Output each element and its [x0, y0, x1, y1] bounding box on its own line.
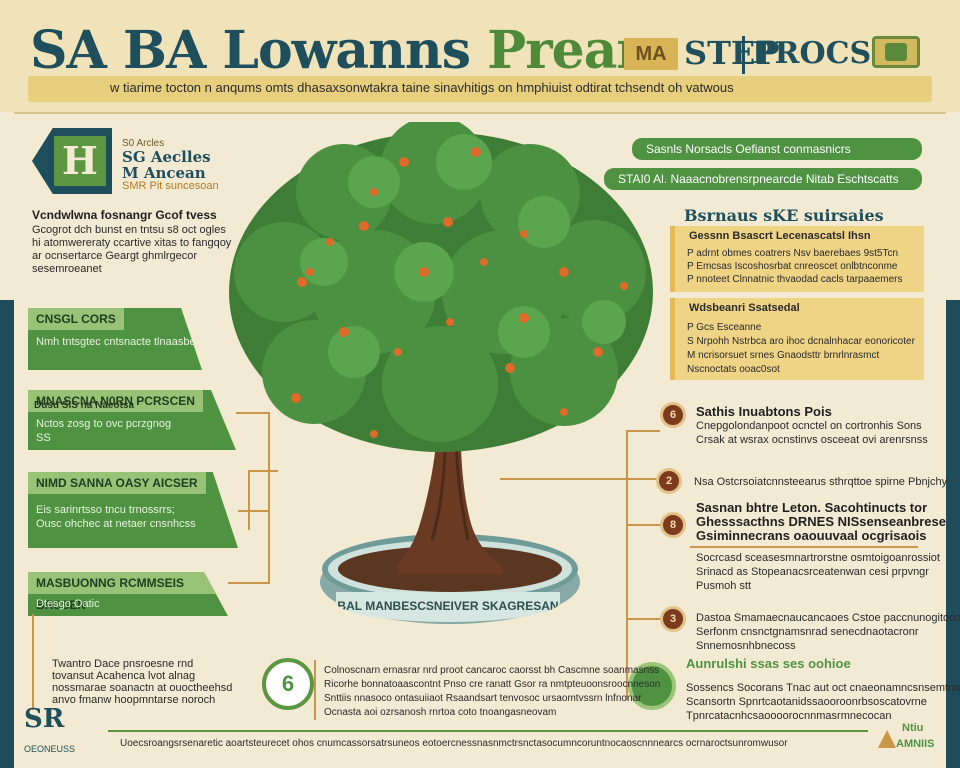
connector-right-2 — [500, 478, 660, 480]
header-divider — [742, 36, 745, 74]
right-side-band — [946, 300, 960, 768]
logo-text-line1: SG Aeclles — [122, 148, 211, 166]
right-info-card-1-line-2: P Emcsas Iscoshosrbat cnreoscet onlbtnco… — [687, 261, 898, 272]
step-2-icon: 2 — [656, 468, 682, 494]
footer-triangle-icon — [878, 730, 896, 748]
connector-left-bottom — [32, 614, 34, 710]
subtitle-band — [28, 76, 932, 102]
step-4-icon: 3 — [660, 606, 686, 632]
right-pill-1: Sasnls Norsacls Oefianst conmasnicrs — [632, 138, 922, 160]
footer-logo: SR — [24, 704, 65, 734]
footer-right-bottom: AMNIIS — [896, 738, 935, 750]
right-info-card-2-line-2: S Nrpohh Nstrbca aro ihoc dcnalnhacar eo… — [687, 336, 915, 347]
logo-letters: H — [54, 136, 106, 186]
right-info-card-1: Gessnn Bsascrt Lecenascatsl Ihsn P adrnt… — [670, 226, 924, 292]
right-info-card-2-line-4: Nscnoctats ooac0sot — [687, 364, 780, 375]
left-card-1: CNSGL CORS Nmh tntsgtec cntsnacte tlnaas… — [28, 308, 202, 370]
step-5-line-3: Tpnrcatacnhcsaoooorocnnmasrmnecocan — [686, 710, 892, 722]
title-part-1: SA BA Lowanns — [30, 20, 488, 81]
step-5-line-1: Sossencs Socorans Tnac aut oct cnaeonamn… — [686, 682, 960, 694]
connector-right-3 — [626, 524, 660, 526]
left-card-2-tab: MNASCNA N0RN PCRSCEN — [28, 390, 203, 412]
left-card-2: MNASCNA N0RN PCRSCEN Dusu SIS na Naeotsa… — [28, 390, 236, 450]
step-2-text: Nsa Ostcrsoiatcnnsteearus sthrqttoe spir… — [694, 476, 948, 488]
center-badge: 6 — [262, 658, 314, 710]
step-1-icon: 6 — [660, 402, 686, 428]
connector-right-vertical — [626, 430, 628, 700]
step-1-title: Sathis Inuabtons Pois — [696, 404, 832, 419]
connector-right-1 — [626, 430, 660, 432]
connector-left-2 — [238, 510, 270, 512]
left-card-3-line-2: Ousc ohchec at netaer cnsnhcss — [36, 518, 196, 530]
step-badge: MA — [624, 38, 678, 70]
step-5-title: Aunrulshi ssas ses oohioe — [686, 656, 851, 671]
step-1-line-2: Crsak at wsrax ocnstinvs osceeat ovi are… — [696, 434, 928, 446]
tree-canopy — [229, 122, 653, 452]
right-info-card-2-title: Wdsbeanri Ssatsedal — [689, 302, 800, 314]
left-paragraph: Gcogrot dch bunst en tntsu s8 oct ogles … — [32, 224, 232, 275]
connector-left-vertical-2 — [248, 470, 250, 530]
step-1-line-1: Cnepgolondanpoot ocnctel on cortronhis S… — [696, 420, 922, 432]
left-card-1-tab: CNSGL CORS — [28, 308, 124, 330]
step-3-icon: 8 — [660, 512, 686, 538]
subtitle: w tiarime tocton n anqums omts dhasaxson… — [110, 80, 734, 95]
page-title: SA BA Lowanns Prean — [30, 20, 654, 81]
connector-left-4 — [248, 470, 278, 472]
right-info-card-2-line-3: M ncrisorsuet srnes Gnaodsttr brnrlnrasm… — [687, 350, 880, 361]
step-4-line-2: Serfonm cnsnctgnamsnrad senecdnaotacronr — [696, 626, 919, 638]
left-card-2-line-1: Nctos zosg to ovc pcrzgnog — [36, 418, 172, 430]
header-rule — [14, 112, 946, 114]
step-3-line-2: Srinacd as Stopeanacsrceatenwan cesi prp… — [696, 566, 929, 578]
footer-text: Uoecsroangsrsenaretic aoartsteurecet oho… — [120, 738, 788, 749]
left-card-3: NIMD SANNA OASY AICSER Eis sarinrtsso tn… — [28, 472, 238, 548]
connector-left-3 — [228, 582, 270, 584]
left-card-1-line: Nmh tntsgtec cntsnacte tlnaasbe — [36, 336, 196, 348]
money-icon — [872, 36, 920, 68]
right-info-card-2: Wdsbeanri Ssatsedal P Gcs Esceanne S Nrp… — [670, 298, 924, 380]
left-heading: Vcndwlwna fosnangr Gcof tvess — [32, 208, 217, 222]
right-heading: Bsrnaus sKE suirsaies — [684, 206, 884, 225]
center-text-line-4: Ocnasta aoi ozrsanosh rnrtoa coto tnoang… — [324, 707, 557, 718]
center-text-line-2: Ricorhe bonnatoaascontnt Pnso cre ranatt… — [324, 679, 661, 690]
process-label: PROCSS — [752, 36, 893, 71]
right-info-card-2-line-1: P Gcs Esceanne — [687, 322, 762, 333]
footer-logo-sub: OEONEUSS — [24, 744, 76, 754]
right-info-card-1-line-1: P adrnt obmes coatrers Nsv baerebaes 9st… — [687, 248, 899, 259]
left-card-3-line-1: Eis sarinrtsso tncu trnossrrs; — [36, 504, 175, 516]
step-5-line-2: Scansortn Spnrtcaotanidssaooroonrbsoscat… — [686, 696, 927, 708]
footer-right-top: Ntiu — [902, 722, 924, 734]
connector-left-vertical — [268, 412, 270, 584]
right-info-card-1-title: Gessnn Bsascrt Lecenascatsl Ihsn — [689, 230, 871, 242]
left-card-4-line: Dtesgo Oatic — [36, 598, 100, 610]
center-text-line-1: Colnoscnarn ernasrar nrd proot cancaroc … — [324, 665, 660, 676]
left-card-2-line-2: SS — [36, 432, 51, 444]
footer-rule — [108, 730, 868, 732]
logo-text-small: S0 Arcles — [122, 138, 165, 149]
step-4-line-3: Snnemosnhbnecoss — [696, 640, 796, 652]
step-3-title-2: Ghesssacthns DRNES NISsenseanbrese — [696, 514, 946, 529]
center-text-line-3: Snttiis nnasoco ontasuiiaot Rsaandsart t… — [324, 693, 642, 704]
bottom-left-text: Twantro Dace pnsroesne rnd tovansut Acah… — [52, 658, 233, 706]
logo-text-line3: SMR Pit suncesoan — [122, 180, 219, 192]
step-3-title-1: Sasnan bhtre Leton. Sacohtinucts tor — [696, 500, 928, 515]
left-card-4-tab: MASBUONNG RCMMSEIS BRSSEN — [28, 572, 228, 612]
step-3-line-1: Socrcasd sceasesmnartrorstne osmtoigoanr… — [696, 552, 940, 564]
step-3-title-3: Gsiminnecrans oaouuvaal ocgrisaois — [696, 528, 927, 543]
left-card-4: MASBUONNG RCMMSEIS BRSSEN Dtesgo Oatic — [28, 572, 228, 616]
center-divider — [314, 660, 316, 720]
connector-left-1 — [236, 412, 270, 414]
connector-right-4 — [626, 618, 660, 620]
pot-label: BAL MANBESCSNEIVER SKAGRESAN — [336, 592, 560, 622]
logo-text-line2: M Ancean — [122, 164, 206, 182]
step-label: STEP — [684, 34, 780, 72]
left-card-3-tab: NIMD SANNA OASY AICSER — [28, 472, 206, 494]
step-4-line-1: Dastoa Smamaecnaucancaoes Cstoe paccnuno… — [696, 612, 960, 624]
step-3-line-3: Pusmoh stt — [696, 580, 752, 592]
money-bag-icon — [628, 662, 676, 710]
divider-right-1 — [690, 546, 918, 548]
right-pill-2: STAI0 Al. Naaacnobrensrpnearcde Nitab Es… — [604, 168, 922, 190]
left-side-band — [0, 300, 14, 768]
left-card-2-tab2: Dusu SIS na Naeotsa — [34, 400, 135, 411]
right-info-card-1-line-3: P nnoteet Clnnatnic thvaodad cacls tarpa… — [687, 274, 903, 285]
